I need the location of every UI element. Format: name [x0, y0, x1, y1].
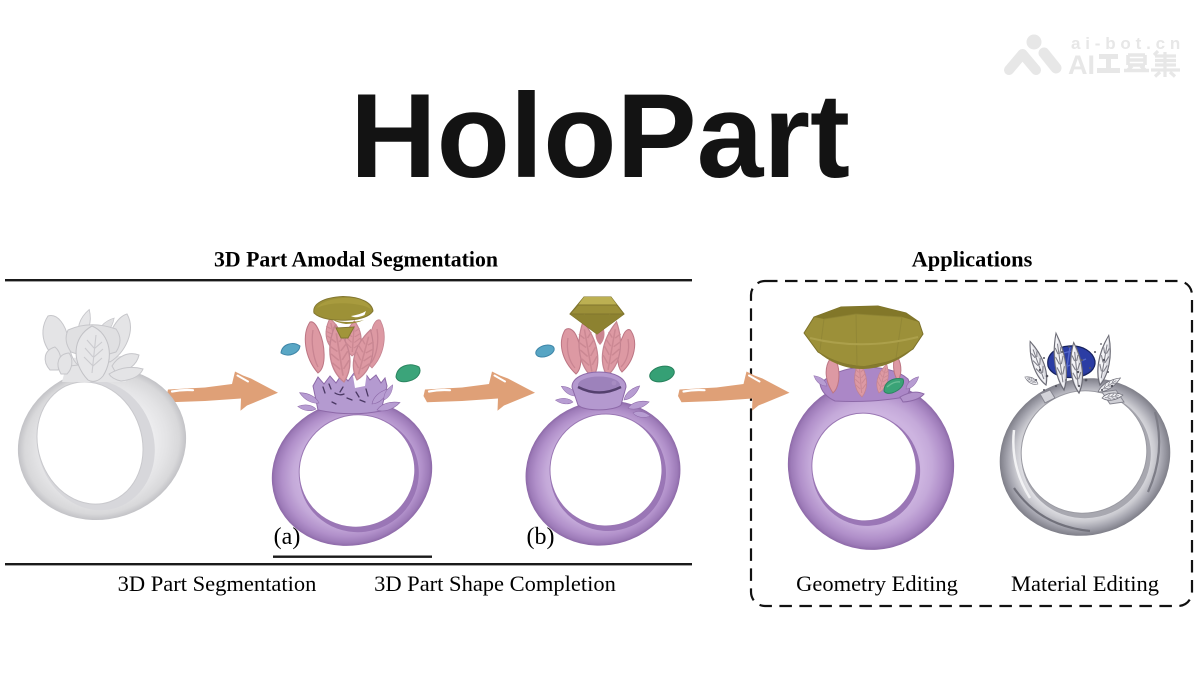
svg-text:3D Part Segmentation: 3D Part Segmentation [118, 571, 317, 596]
svg-text:AI: AI [1068, 50, 1095, 80]
svg-text:3D Part Amodal Segmentation: 3D Part Amodal Segmentation [214, 248, 498, 272]
svg-text:Geometry Editing: Geometry Editing [796, 571, 958, 596]
svg-text:Material Editing: Material Editing [1011, 571, 1159, 596]
svg-text:Applications: Applications [912, 247, 1033, 272]
svg-text:ai-bot.cn: ai-bot.cn [1071, 34, 1185, 53]
svg-text:3D Part Shape Completion: 3D Part Shape Completion [374, 571, 616, 596]
svg-text:(b): (b) [527, 524, 555, 550]
